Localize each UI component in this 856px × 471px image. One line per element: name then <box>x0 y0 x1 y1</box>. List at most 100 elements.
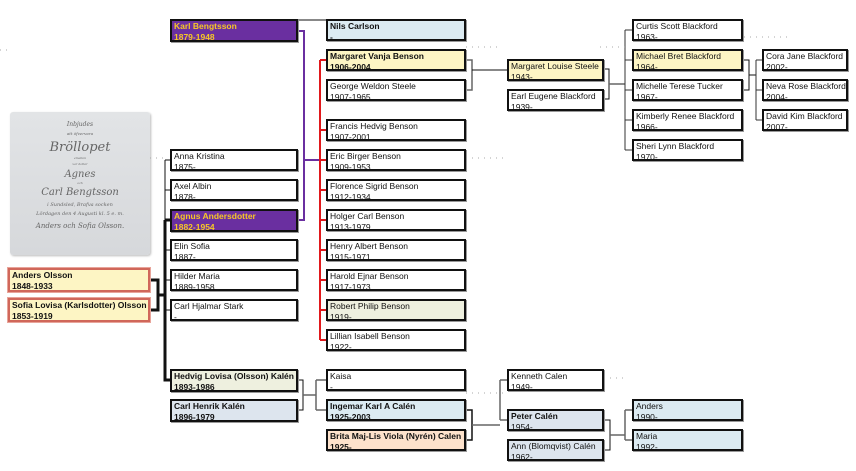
person-name: Brita Maj-Lis Viola (Nyrén) Calen <box>330 431 462 441</box>
person-name: David Kim Blackford <box>766 111 843 121</box>
invitation-line: Inbjudes <box>66 121 94 128</box>
person-name: Holger Carl Benson <box>330 211 405 221</box>
person-name: Carl Hjalmar Stark <box>174 301 244 311</box>
person-dates: 1954- <box>511 422 533 431</box>
person-name: Michelle Terese Tucker <box>636 81 723 91</box>
person-dates: 1853-1919 <box>12 311 53 321</box>
person-dates: 1949- <box>511 382 533 391</box>
person-name: Agnus Andersdotter <box>174 211 256 221</box>
person-dates: - <box>174 312 177 321</box>
person-name: Eric Birger Benson <box>330 151 401 161</box>
person-dates: 1917-1973 <box>330 282 371 291</box>
person-name: Ann (Blomqvist) Calén <box>511 441 596 451</box>
person-dates: 1925-2003 <box>330 412 371 421</box>
person-dates: 2007- <box>766 122 788 131</box>
person-dates: 1907-2001 <box>330 132 371 141</box>
person-dates: 1919- <box>330 312 352 321</box>
person-dates: 2002- <box>766 62 788 71</box>
person-name: Kimberly Renee Blackford <box>636 111 735 121</box>
person-dates: 1875- <box>174 162 196 171</box>
person-name: Robert Philip Benson <box>330 301 410 311</box>
person-dates: 1879-1948 <box>174 32 215 42</box>
person-box-nils[interactable]: Nils Carlson- <box>326 19 466 41</box>
person-name: Harold Ejnar Benson <box>330 271 409 281</box>
person-dates: 1906-2004 <box>330 62 371 71</box>
invitation-line: Anders och Sofia Olsson. <box>35 222 125 230</box>
hedvig-carlhenrik-bracket-line <box>298 379 304 411</box>
person-dates: 1887- <box>174 252 196 261</box>
person-name: Margaret Vanja Benson <box>330 51 425 61</box>
person-dates: 1878- <box>174 192 196 201</box>
person-dates: 1889-1958 <box>174 282 215 291</box>
invitation-line: och <box>77 181 83 185</box>
person-dates: 1909-1953 <box>330 162 371 171</box>
person-dates: 1922- <box>330 342 352 351</box>
person-dates: 1912-1934 <box>330 192 371 201</box>
invitation-line: emellan <box>73 156 87 160</box>
person-name: Lillian Isabell Benson <box>330 331 410 341</box>
person-name: Sofia Lovisa (Karlsdotter) Olsson <box>12 300 147 310</box>
person-name: Earl Eugene Blackford <box>511 91 596 101</box>
person-dates: 1963- <box>636 32 658 41</box>
person-dates: 1913-1979 <box>330 222 371 231</box>
michael-michelle-bracket-line <box>743 59 750 91</box>
person-dates: 1943- <box>511 72 533 81</box>
ingemar-brita-bracket-line <box>466 409 473 441</box>
person-name: Michael Bret Blackford <box>636 51 722 61</box>
person-dates: 1967- <box>636 92 658 101</box>
person-dates: 1970- <box>636 152 658 161</box>
invitation-line: Bröllopet <box>49 140 111 155</box>
person-name: Axel Albin <box>174 181 212 191</box>
person-name: Francis Hedvig Benson <box>330 121 418 131</box>
person-name: Sheri Lynn Blackford <box>636 141 715 151</box>
person-name: Margaret Louise Steele <box>511 61 599 71</box>
invitation-line: att öfvervara <box>66 131 94 136</box>
person-name: Karl Bengtsson <box>174 21 237 31</box>
person-box-stark[interactable]: Carl Hjalmar Stark- <box>170 299 298 321</box>
person-name: Curtis Scott Blackford <box>636 21 718 31</box>
person-dates: 1992- <box>636 442 658 451</box>
person-dates: 1896-1979 <box>174 412 215 422</box>
person-box-kaisa[interactable]: Kaisa- <box>326 369 466 391</box>
person-name: Ingemar Karl A Calén <box>330 401 416 411</box>
person-name: Henry Albert Benson <box>330 241 408 251</box>
person-dates: 1907-1965 <box>330 92 371 101</box>
